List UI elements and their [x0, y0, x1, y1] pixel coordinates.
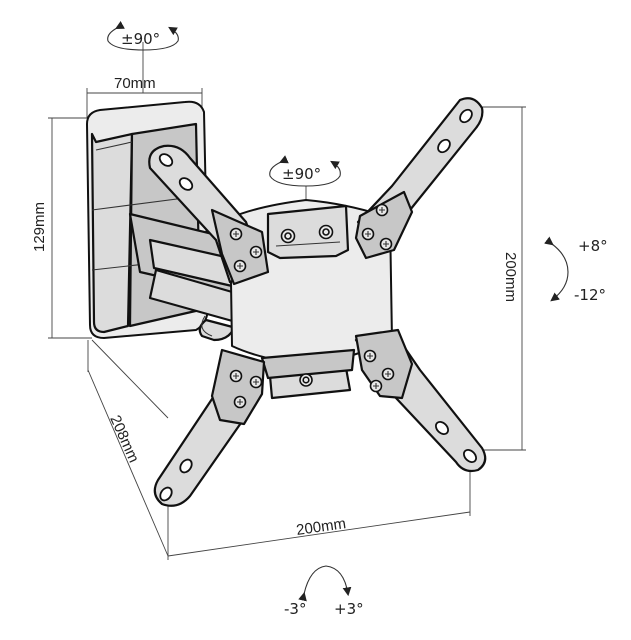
vesa-horizontal-label: 200mm [295, 515, 347, 539]
level-arrow [298, 565, 352, 602]
adapter-arm-bottom-left [153, 348, 266, 507]
screws [229, 203, 395, 409]
wall-plate-height-label: 129mm [31, 202, 48, 252]
tilt-up-label: +8° [578, 237, 608, 255]
adapter-arm-top-right [354, 97, 484, 260]
screen-rotation-arrow [269, 155, 341, 187]
level-right-label: +3° [334, 600, 364, 618]
screen-rotation-label: ±90° [282, 165, 321, 183]
arm-swivel-label: ±90° [121, 30, 160, 48]
adapter-arm-bottom-right [354, 328, 487, 473]
level-left-label: -3° [284, 600, 306, 618]
extension-label: 208mm [106, 413, 142, 466]
dimension-lines [48, 42, 526, 560]
tilt-arrow [544, 236, 569, 302]
wall-plate-width-label: 70mm [114, 75, 156, 92]
adapter-arm-top-left [148, 144, 270, 286]
tilt-down-label: -12° [574, 286, 606, 304]
vesa-vertical-label: 200mm [502, 252, 519, 302]
arm-swivel-arrow [107, 20, 179, 51]
